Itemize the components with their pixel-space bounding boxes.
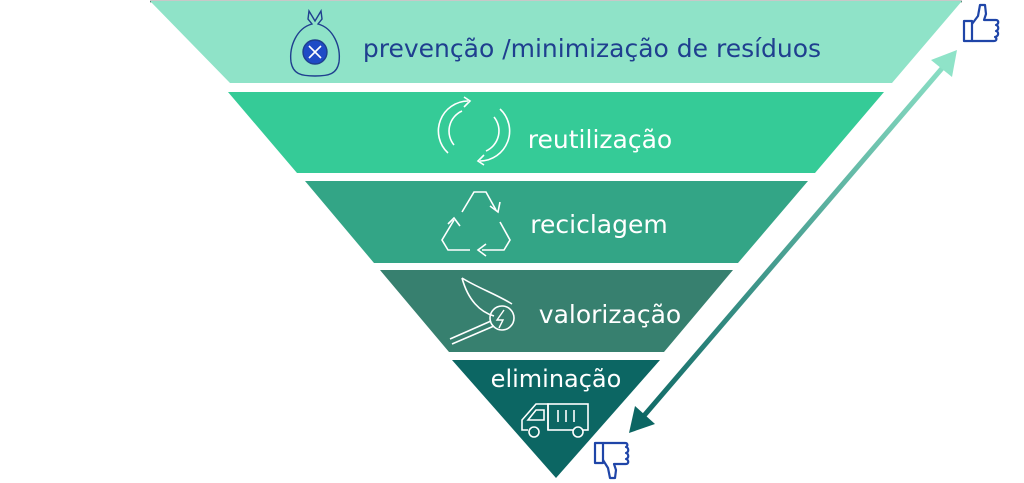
energy-recovery-icon [449,277,515,345]
tier-elimination: eliminação [452,360,660,478]
tier-label: reutilização [528,125,672,154]
tier-band [228,92,884,173]
tier-label: prevenção /minimização de resíduos [363,34,821,63]
hierarchy-arrow [629,50,957,433]
tier-band [452,360,660,478]
tier-label: valorização [539,300,681,329]
tier-band [305,181,808,263]
reuse-cycle-icon [437,96,511,166]
arrow-head-bottom [629,406,655,433]
thumbs-down-icon [593,441,630,480]
tier-reuse: reutilização [228,92,884,173]
tier-recovery: valorização [380,270,733,352]
thumbs-up-icon [962,3,1000,43]
tier-band [150,1,962,83]
tier-label: eliminação [491,365,622,393]
tier-prevention: prevenção /minimização de resíduos [150,1,962,83]
recycle-icon [441,191,511,257]
tier-label: reciclagem [530,210,667,239]
garbage-truck-icon [521,403,589,438]
tier-recycling: reciclagem [305,181,808,263]
arrow-head-top [931,50,957,77]
waste-bag-icon [290,8,340,77]
